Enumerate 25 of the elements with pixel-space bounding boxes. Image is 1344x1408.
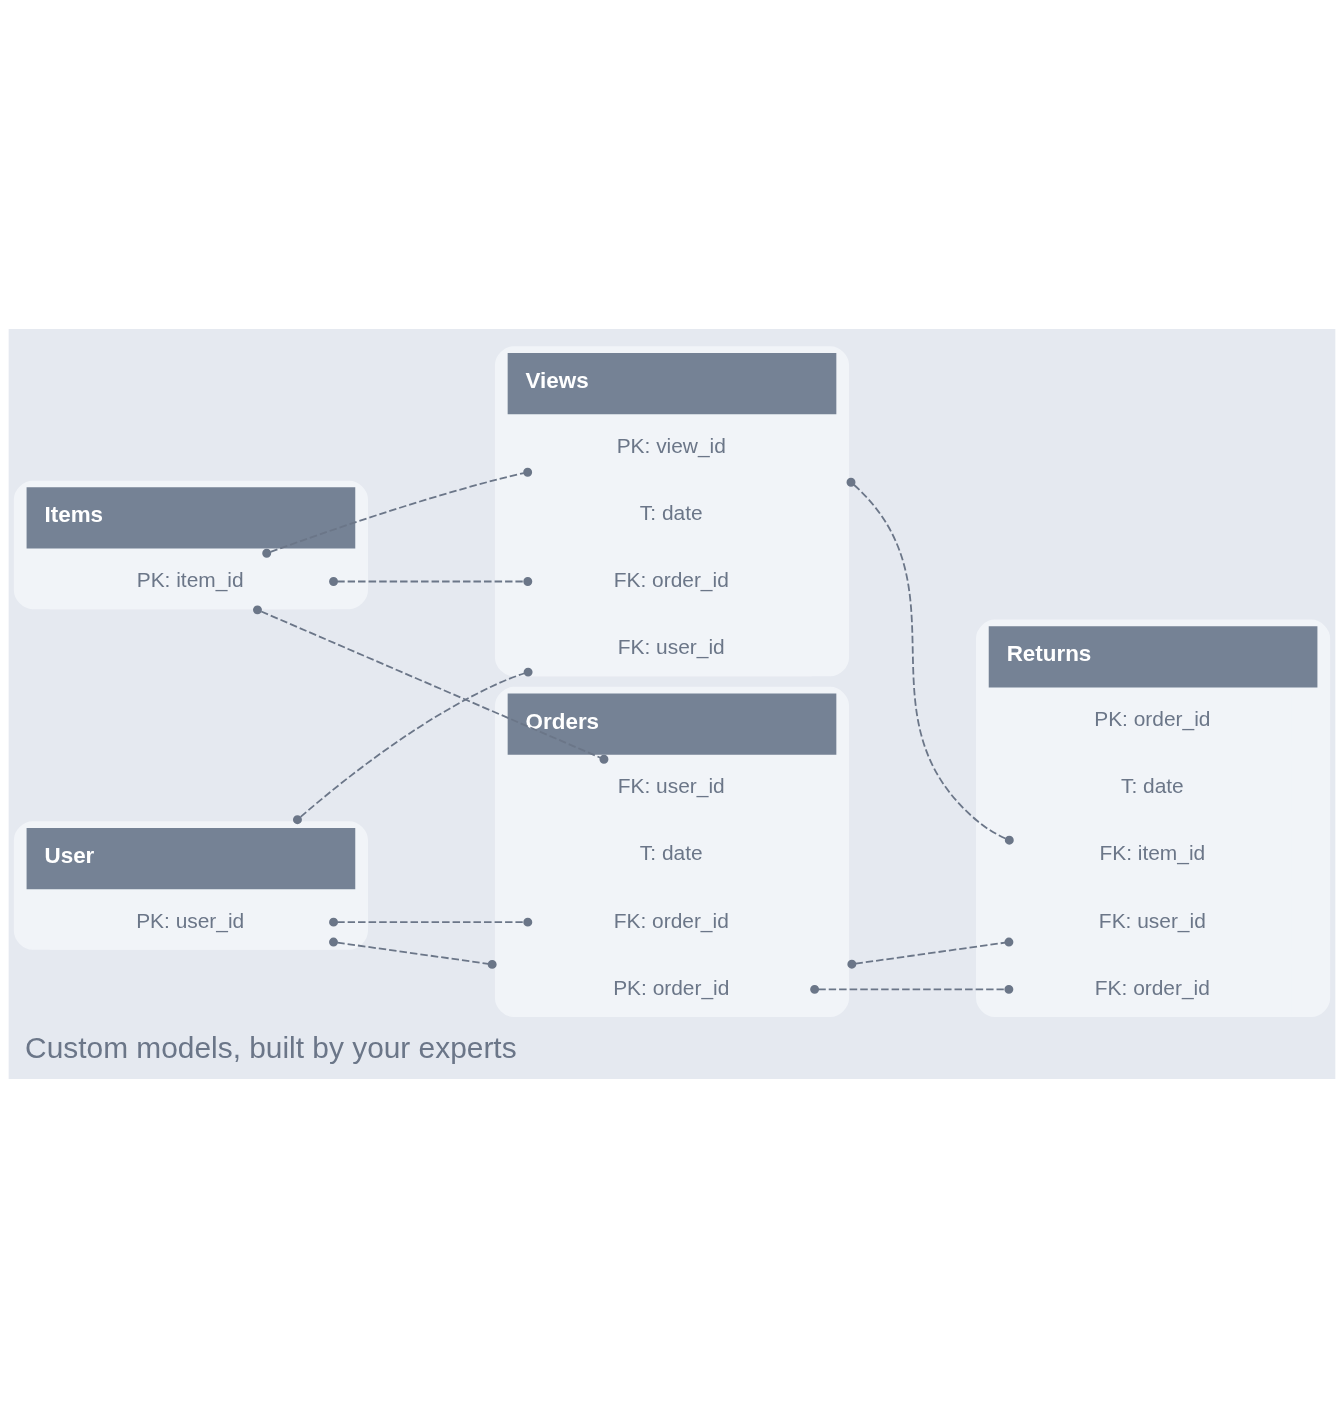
node-text: T: date xyxy=(639,841,703,865)
node-text: PK: view_id xyxy=(616,433,726,457)
node-text: PK: user_id xyxy=(136,908,245,932)
connector xyxy=(262,467,533,558)
connector xyxy=(810,984,1014,994)
connector xyxy=(253,605,609,764)
connector xyxy=(292,667,533,825)
node-text: FK: order_id xyxy=(613,568,729,592)
connector xyxy=(329,577,533,586)
connector xyxy=(329,917,533,927)
connector xyxy=(847,937,1014,969)
node-text: FK: user_id xyxy=(617,635,725,659)
node-text: FK: order_id xyxy=(1094,975,1210,999)
node-text: FK: item_id xyxy=(1099,841,1206,865)
node-text: FK: user_id xyxy=(617,774,725,798)
node-text: T: date xyxy=(1120,774,1184,798)
node-text: FK: order_id xyxy=(613,908,729,932)
caption: Custom models, built by your experts xyxy=(25,1031,517,1065)
node-text: PK: order_id xyxy=(613,975,730,999)
connector xyxy=(329,937,497,969)
node-text: T: date xyxy=(639,500,703,524)
node-text: PK: item_id xyxy=(136,568,244,592)
connector xyxy=(846,477,1014,845)
node-text: PK: order_id xyxy=(1094,706,1211,730)
node-text: FK: user_id xyxy=(1098,908,1206,932)
